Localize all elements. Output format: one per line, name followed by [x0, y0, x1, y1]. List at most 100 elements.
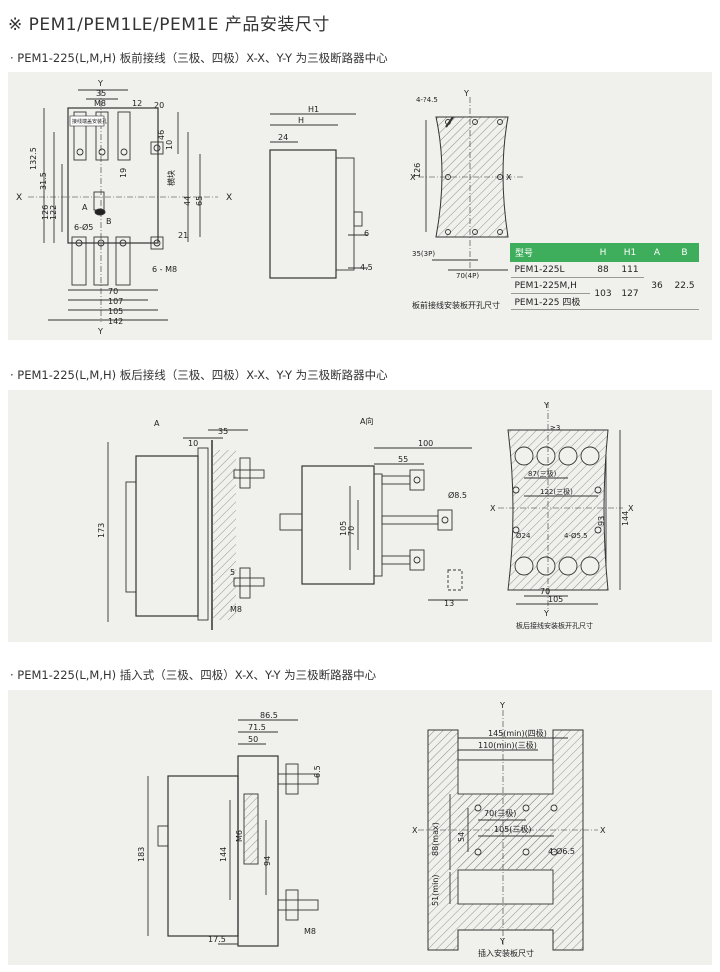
page-title: ※ PEM1/PEM1LE/PEM1E 产品安装尺寸: [8, 15, 330, 35]
section1-panel: 接线端盖安装孔 Y 35 M8 12 20 132.5 31.5 126 122…: [8, 72, 712, 340]
svg-text:6.5: 6.5: [313, 765, 322, 778]
svg-text:122(三极): 122(三极): [540, 487, 573, 496]
svg-text:51(min): 51(min): [431, 874, 440, 906]
svg-text:X: X: [226, 193, 232, 203]
svg-text:X: X: [628, 504, 634, 513]
svg-text:24: 24: [278, 133, 288, 142]
svg-text:31.5: 31.5: [39, 172, 48, 190]
svg-text:X: X: [410, 173, 416, 182]
svg-text:145(min)(四极): 145(min)(四极): [488, 728, 547, 738]
svg-text:M8: M8: [230, 605, 242, 614]
svg-text:X: X: [600, 826, 606, 835]
svg-text:21: 21: [178, 231, 188, 240]
spec-table: 型号 H H1 A B PEM1-225L 88 111 36 22.5 PEM…: [510, 243, 700, 310]
svg-text:70: 70: [108, 287, 118, 296]
svg-text:46: 46: [157, 130, 166, 140]
svg-text:X: X: [16, 193, 22, 203]
svg-text:144: 144: [219, 847, 228, 862]
svg-text:183: 183: [137, 847, 146, 862]
svg-text:B: B: [106, 217, 112, 226]
label-a-arrow: A: [154, 419, 160, 428]
svg-text:6: 6: [364, 229, 369, 238]
svg-text:105: 105: [108, 307, 123, 316]
svg-text:35(3P): 35(3P): [412, 250, 435, 258]
svg-text:横块: 横块: [166, 170, 176, 186]
svg-text:H: H: [298, 116, 304, 125]
svg-text:Y: Y: [97, 327, 103, 336]
svg-text:55: 55: [398, 455, 408, 464]
svg-text:M6: M6: [235, 830, 244, 842]
svg-text:105: 105: [548, 595, 563, 604]
table-row: PEM1-225M,H 103 127: [510, 277, 699, 310]
svg-text:173: 173: [97, 523, 106, 538]
svg-text:100: 100: [418, 439, 433, 448]
svg-text:122: 122: [49, 205, 58, 220]
svg-text:65: 65: [195, 196, 204, 206]
svg-text:5: 5: [230, 568, 235, 577]
svg-text:M8: M8: [94, 99, 106, 108]
svg-text:105(三极): 105(三极): [494, 824, 532, 834]
svg-text:54: 54: [457, 832, 466, 842]
svg-text:X: X: [412, 826, 418, 835]
svg-text:70(4P): 70(4P): [456, 272, 479, 280]
svg-text:126: 126: [41, 205, 50, 220]
plug-in-drawing: 86.5 71.5 50 6.5 M6 183 144 94 17.5 M8 Y…: [137, 701, 606, 958]
svg-text:6-Ø5: 6-Ø5: [74, 222, 93, 232]
svg-text:132.5: 132.5: [29, 147, 38, 170]
section1-title: · PEM1-225(L,M,H) 板前接线（三极、四极）X-X、Y-Y 为三极…: [10, 51, 388, 65]
section3-title: · PEM1-225(L,M,H) 插入式（三极、四极）X-X、Y-Y 为三极断…: [10, 668, 377, 682]
label-y-top: Y: [97, 79, 103, 88]
svg-text:110(min)(三极): 110(min)(三极): [478, 740, 537, 750]
svg-text:50: 50: [248, 735, 258, 744]
svg-text:M8: M8: [304, 927, 316, 936]
svg-text:17.5: 17.5: [208, 935, 226, 944]
svg-text:71.5: 71.5: [248, 723, 266, 732]
svg-text:44: 44: [183, 196, 192, 206]
svg-text:142: 142: [108, 317, 123, 326]
svg-text:70: 70: [347, 526, 356, 536]
svg-text:4-?4.5: 4-?4.5: [416, 96, 438, 104]
section2-caption: 板后接线安装板开孔尺寸: [516, 621, 593, 630]
svg-text:Y: Y: [499, 937, 505, 946]
section3-caption: 插入安装板尺寸: [478, 948, 534, 958]
svg-text:35: 35: [96, 89, 106, 98]
svg-text:X: X: [490, 504, 496, 513]
section1-caption: 板前接线安装板开孔尺寸: [412, 300, 500, 310]
section2-title: · PEM1-225(L,M,H) 板后接线（三极、四极）X-X、Y-Y 为三极…: [10, 368, 388, 382]
svg-text:126: 126: [413, 163, 422, 178]
table-row: PEM1-225L 88 111 36 22.5: [510, 261, 699, 310]
svg-text:20: 20: [154, 101, 164, 110]
svg-text:≥3: ≥3: [550, 424, 560, 432]
svg-text:107: 107: [108, 297, 123, 306]
section2-panel: A 35 10 173 5 M8 A向 100 55 Ø8.5 105 70 1…: [8, 390, 712, 642]
svg-text:10: 10: [165, 140, 174, 150]
svg-text:6 - M8: 6 - M8: [152, 265, 177, 274]
front-wiring-drawing: 接线端盖安装孔 Y 35 M8 12 20 132.5 31.5 126 122…: [16, 79, 523, 336]
rear-wiring-drawing: A 35 10 173 5 M8 A向 100 55 Ø8.5 105 70 1…: [97, 401, 634, 630]
svg-text:Ø24: Ø24: [516, 532, 531, 540]
svg-text:A: A: [82, 203, 88, 212]
svg-text:13: 13: [444, 599, 454, 608]
svg-text:Y: Y: [543, 401, 549, 410]
terminal-cover-label: 接线端盖安装孔: [72, 118, 107, 125]
svg-text:X: X: [506, 173, 512, 182]
svg-text:A向: A向: [360, 416, 373, 426]
svg-text:86.5: 86.5: [260, 711, 278, 720]
svg-text:Ø8.5: Ø8.5: [448, 490, 467, 500]
svg-text:Y: Y: [543, 609, 549, 618]
svg-text:Y: Y: [499, 701, 505, 710]
svg-text:35: 35: [218, 427, 228, 436]
svg-text:88(max): 88(max): [431, 822, 440, 856]
table-row: PEM1-225 四极: [510, 293, 699, 310]
svg-text:70(三极): 70(三极): [484, 808, 516, 818]
section3-panel: 86.5 71.5 50 6.5 M6 183 144 94 17.5 M8 Y…: [8, 690, 712, 965]
svg-text:H1: H1: [308, 105, 319, 114]
svg-text:12: 12: [132, 99, 142, 108]
svg-text:4-Ø6.5: 4-Ø6.5: [548, 846, 575, 856]
svg-text:Y: Y: [463, 89, 469, 98]
svg-text:87(三极): 87(三极): [528, 469, 557, 478]
svg-text:105: 105: [339, 521, 348, 536]
svg-text:144: 144: [621, 511, 630, 526]
svg-text:93: 93: [597, 516, 606, 526]
svg-text:4-Ø5.5: 4-Ø5.5: [564, 532, 588, 540]
